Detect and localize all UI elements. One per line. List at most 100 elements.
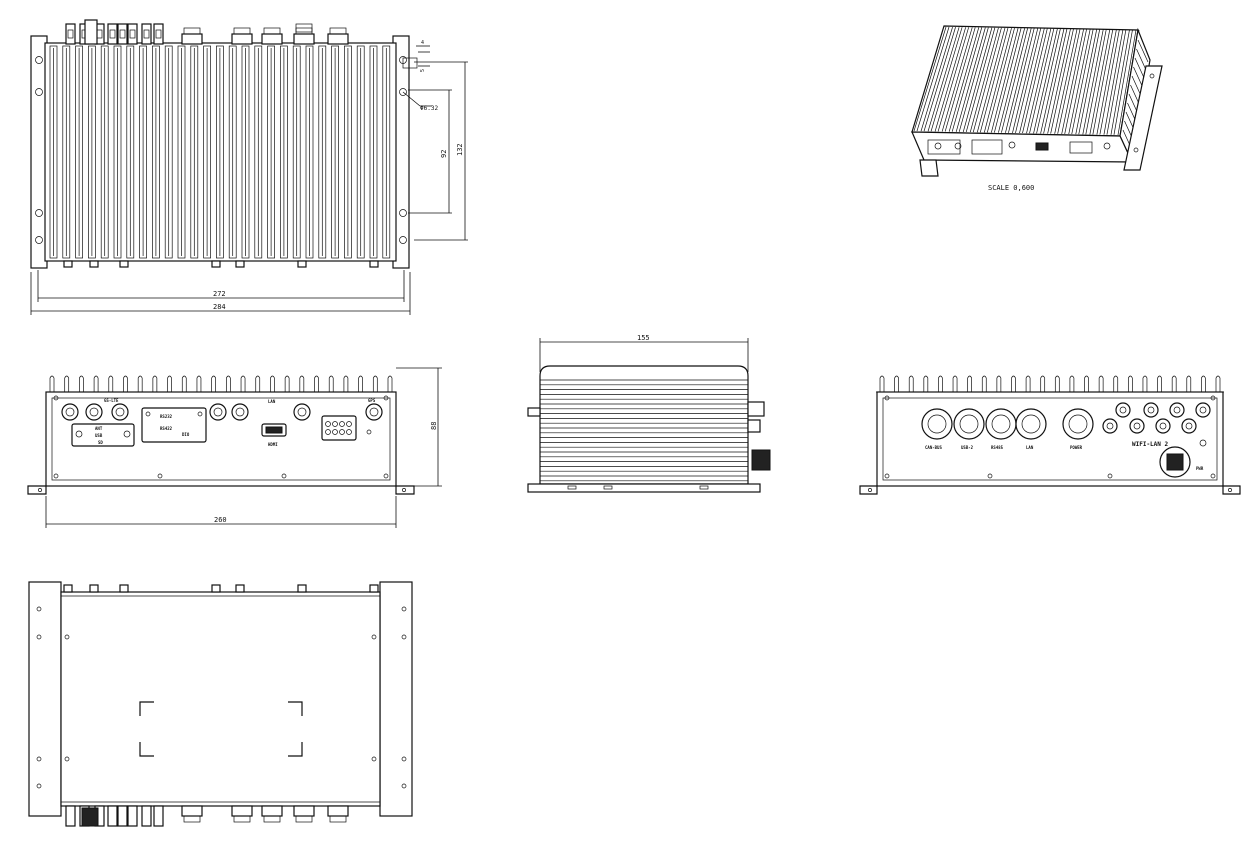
iso-fin [958, 27, 989, 132]
bottom-view-top-bumps [63, 584, 379, 593]
right-label-pwr: PWR [1196, 466, 1204, 471]
connector-plug [127, 805, 138, 827]
fin [1215, 375, 1221, 392]
fin [331, 45, 339, 259]
dim-155: 155 [539, 334, 749, 372]
connector-plug [84, 19, 98, 45]
fin [344, 45, 352, 259]
fin [152, 45, 160, 259]
iso-fin [927, 27, 960, 132]
fin [64, 375, 70, 392]
bump [297, 260, 307, 268]
connector-round [293, 33, 315, 45]
connector-plug [107, 23, 118, 45]
fin [75, 45, 83, 259]
connector-plug [107, 805, 118, 827]
fin [923, 375, 929, 392]
fin [981, 375, 987, 392]
front-label-ant: ANT [95, 426, 103, 431]
bump [119, 260, 129, 268]
front-label-lan: LAN [268, 399, 276, 404]
iso-fin [916, 26, 950, 132]
connector-row-top [65, 19, 349, 45]
iso-fin [937, 27, 969, 132]
dim-92-label: 92 [440, 150, 448, 158]
fin [372, 375, 378, 392]
right-label-wifi-lan2: WIFI-LAN 2 [1132, 441, 1169, 448]
fin [49, 45, 58, 259]
iso-fin [1113, 29, 1133, 135]
fin [328, 375, 334, 392]
dim-92: 92 [408, 89, 452, 214]
iso-fin [991, 28, 1019, 133]
bump [119, 584, 129, 593]
dim-hole-dia-label: Φ6.32 [420, 105, 438, 112]
right-label-can-bus: CAN-BUS [925, 445, 942, 450]
connector-cap [295, 815, 313, 823]
bump [89, 260, 99, 268]
iso-fin [1110, 29, 1130, 135]
iso-fin [1012, 28, 1039, 134]
fin [49, 375, 55, 392]
iso-fin [984, 27, 1012, 133]
fin [62, 45, 71, 259]
connector-plug [153, 23, 164, 45]
connector-plug [117, 805, 128, 827]
connector-pin [155, 29, 162, 39]
iso-fin [1029, 28, 1055, 134]
front-label-gs-lte: GS-LTE [104, 398, 119, 403]
fin [270, 375, 275, 392]
fin [1069, 375, 1075, 392]
iso-fin [944, 27, 976, 132]
fin [305, 45, 314, 259]
connector-round [231, 805, 253, 817]
connector-plug [65, 23, 76, 45]
db-pin [339, 429, 345, 435]
bump [369, 260, 379, 268]
connector-plug [117, 23, 128, 45]
fin [292, 45, 301, 259]
fin [203, 45, 211, 259]
connector-round [327, 33, 349, 45]
side-view: 155 [527, 334, 771, 493]
bottom-bumps-top [63, 260, 379, 268]
iso-fin [1089, 29, 1111, 135]
dim-flange-small: 4 5 [416, 40, 430, 72]
connector-pin [129, 29, 136, 39]
dim-5-label: 5 [420, 69, 426, 72]
fin [79, 375, 84, 392]
fin [1142, 375, 1148, 392]
fin [216, 45, 224, 259]
connector-cap [329, 27, 347, 35]
fin [113, 45, 122, 259]
dim-260: 260 [45, 496, 397, 528]
iso-fin [1005, 28, 1032, 133]
fin [167, 375, 172, 392]
connector-cap [233, 27, 251, 35]
connector-pin [109, 29, 116, 39]
top-view: 272 284 92 132 Φ6.32 4 [30, 19, 468, 315]
iso-fin [1036, 28, 1061, 134]
heatsink-fins-iso [913, 26, 1140, 136]
db-pin [332, 429, 338, 435]
fin [1201, 375, 1206, 392]
iso-fin [962, 27, 993, 133]
connector-plug [65, 805, 76, 827]
right-label-lan: LAN [1026, 445, 1034, 450]
fin [1011, 375, 1016, 392]
right-label-usb2: USB-2 [961, 445, 974, 450]
dim-hole-dia: Φ6.32 [402, 91, 438, 112]
heatsink-fins-top [49, 45, 391, 259]
connector-plug [127, 23, 138, 45]
iso-fin [1057, 28, 1081, 134]
fin [1098, 375, 1104, 392]
front-label-sd: SD [98, 440, 103, 445]
front-label-gps: GPS [368, 398, 376, 403]
bump [89, 584, 99, 593]
iso-fin [1043, 28, 1068, 134]
db-pin [339, 421, 345, 427]
iso-fin [934, 27, 966, 132]
iso-fin [1050, 28, 1074, 134]
fin [190, 45, 199, 259]
